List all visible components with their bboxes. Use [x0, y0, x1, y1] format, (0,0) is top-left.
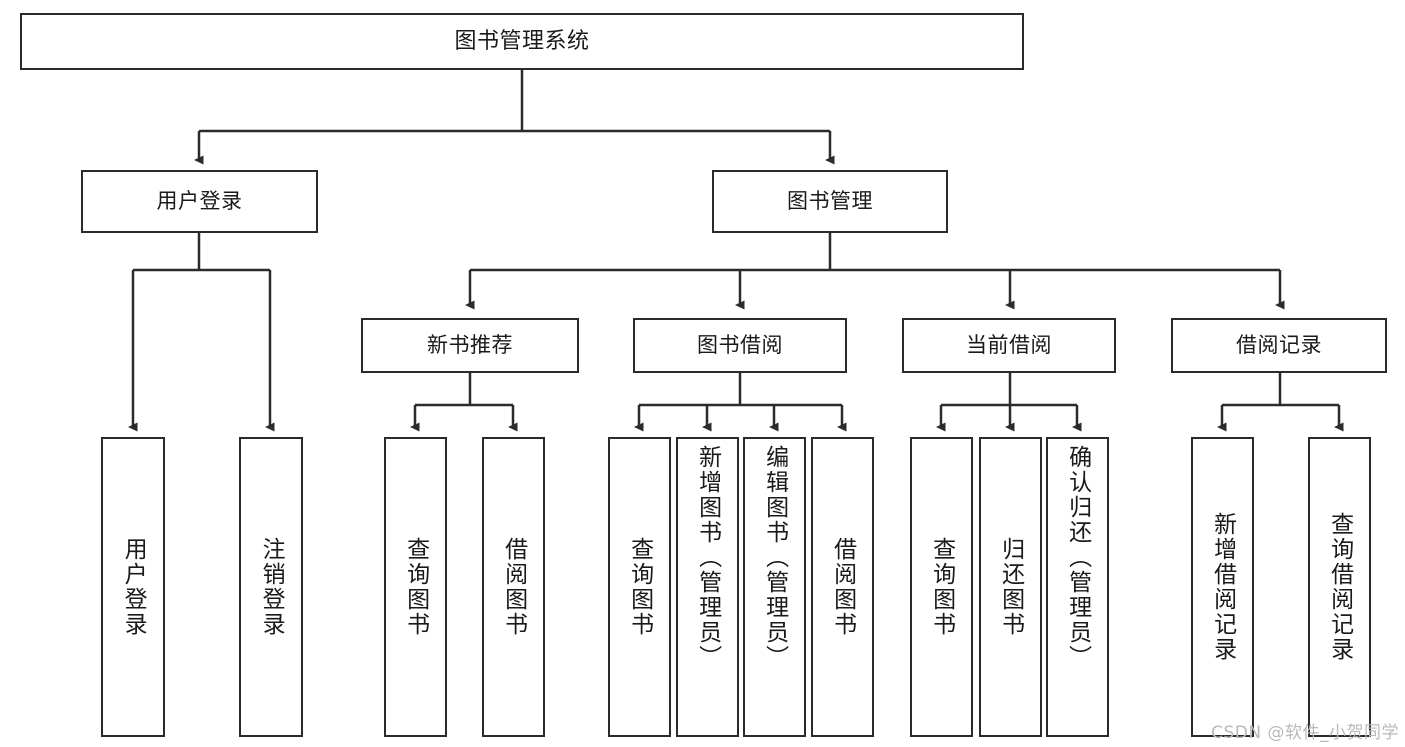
leaf-confirm-return-admin[interactable]: 确认归还（管理员）	[1046, 437, 1109, 737]
leaf-add-borrow-record-label: 新增借阅记录	[1209, 512, 1236, 662]
leaf-return-book[interactable]: 归还图书	[979, 437, 1042, 737]
node-book-borrow[interactable]: 图书借阅	[633, 318, 847, 373]
leaf-add-book-admin[interactable]: 新增图书（管理员）	[676, 437, 739, 737]
leaf-borrow-book[interactable]: 借阅图书	[811, 437, 874, 737]
node-root-system-label: 图书管理系统	[454, 28, 590, 54]
leaf-add-borrow-record[interactable]: 新增借阅记录	[1191, 437, 1254, 737]
node-user-login[interactable]: 用户登录	[81, 170, 318, 233]
leaf-query-book-borrow-label: 查询图书	[626, 537, 653, 637]
node-book-borrow-label: 图书借阅	[697, 333, 783, 358]
leaf-borrow-book-label: 借阅图书	[829, 537, 856, 637]
leaf-query-book-current[interactable]: 查询图书	[910, 437, 973, 737]
leaf-confirm-return-admin-label: 确认归还（管理员）	[1064, 445, 1091, 670]
leaf-edit-book-admin[interactable]: 编辑图书（管理员）	[743, 437, 806, 737]
leaf-query-book-borrow[interactable]: 查询图书	[608, 437, 671, 737]
leaf-logout[interactable]: 注销登录	[239, 437, 303, 737]
leaf-return-book-label: 归还图书	[997, 537, 1024, 637]
leaf-user-login[interactable]: 用户登录	[101, 437, 165, 737]
leaf-user-login-label: 用户登录	[120, 537, 147, 637]
leaf-edit-book-admin-label: 编辑图书（管理员）	[761, 445, 788, 670]
leaf-query-book-recommend[interactable]: 查询图书	[384, 437, 447, 737]
watermark-text: CSDN @软件_小贺同学	[1211, 723, 1399, 743]
leaf-borrow-book-recommend-label: 借阅图书	[500, 537, 527, 637]
node-book-manage[interactable]: 图书管理	[712, 170, 948, 233]
leaf-logout-label: 注销登录	[258, 537, 285, 637]
leaf-borrow-book-recommend[interactable]: 借阅图书	[482, 437, 545, 737]
leaf-query-book-current-label: 查询图书	[928, 537, 955, 637]
node-current-borrow[interactable]: 当前借阅	[902, 318, 1116, 373]
leaf-query-borrow-record-label: 查询借阅记录	[1326, 512, 1353, 662]
node-current-borrow-label: 当前借阅	[966, 333, 1052, 358]
leaf-query-book-recommend-label: 查询图书	[402, 537, 429, 637]
leaf-query-borrow-record[interactable]: 查询借阅记录	[1308, 437, 1371, 737]
node-user-login-label: 用户登录	[156, 189, 243, 214]
leaf-add-book-admin-label: 新增图书（管理员）	[694, 445, 721, 670]
node-new-book-recommend-label: 新书推荐	[427, 333, 513, 358]
node-borrow-record-label: 借阅记录	[1236, 333, 1322, 358]
node-new-book-recommend[interactable]: 新书推荐	[361, 318, 579, 373]
node-root-system[interactable]: 图书管理系统	[20, 13, 1024, 70]
node-book-manage-label: 图书管理	[787, 189, 873, 214]
node-borrow-record[interactable]: 借阅记录	[1171, 318, 1387, 373]
